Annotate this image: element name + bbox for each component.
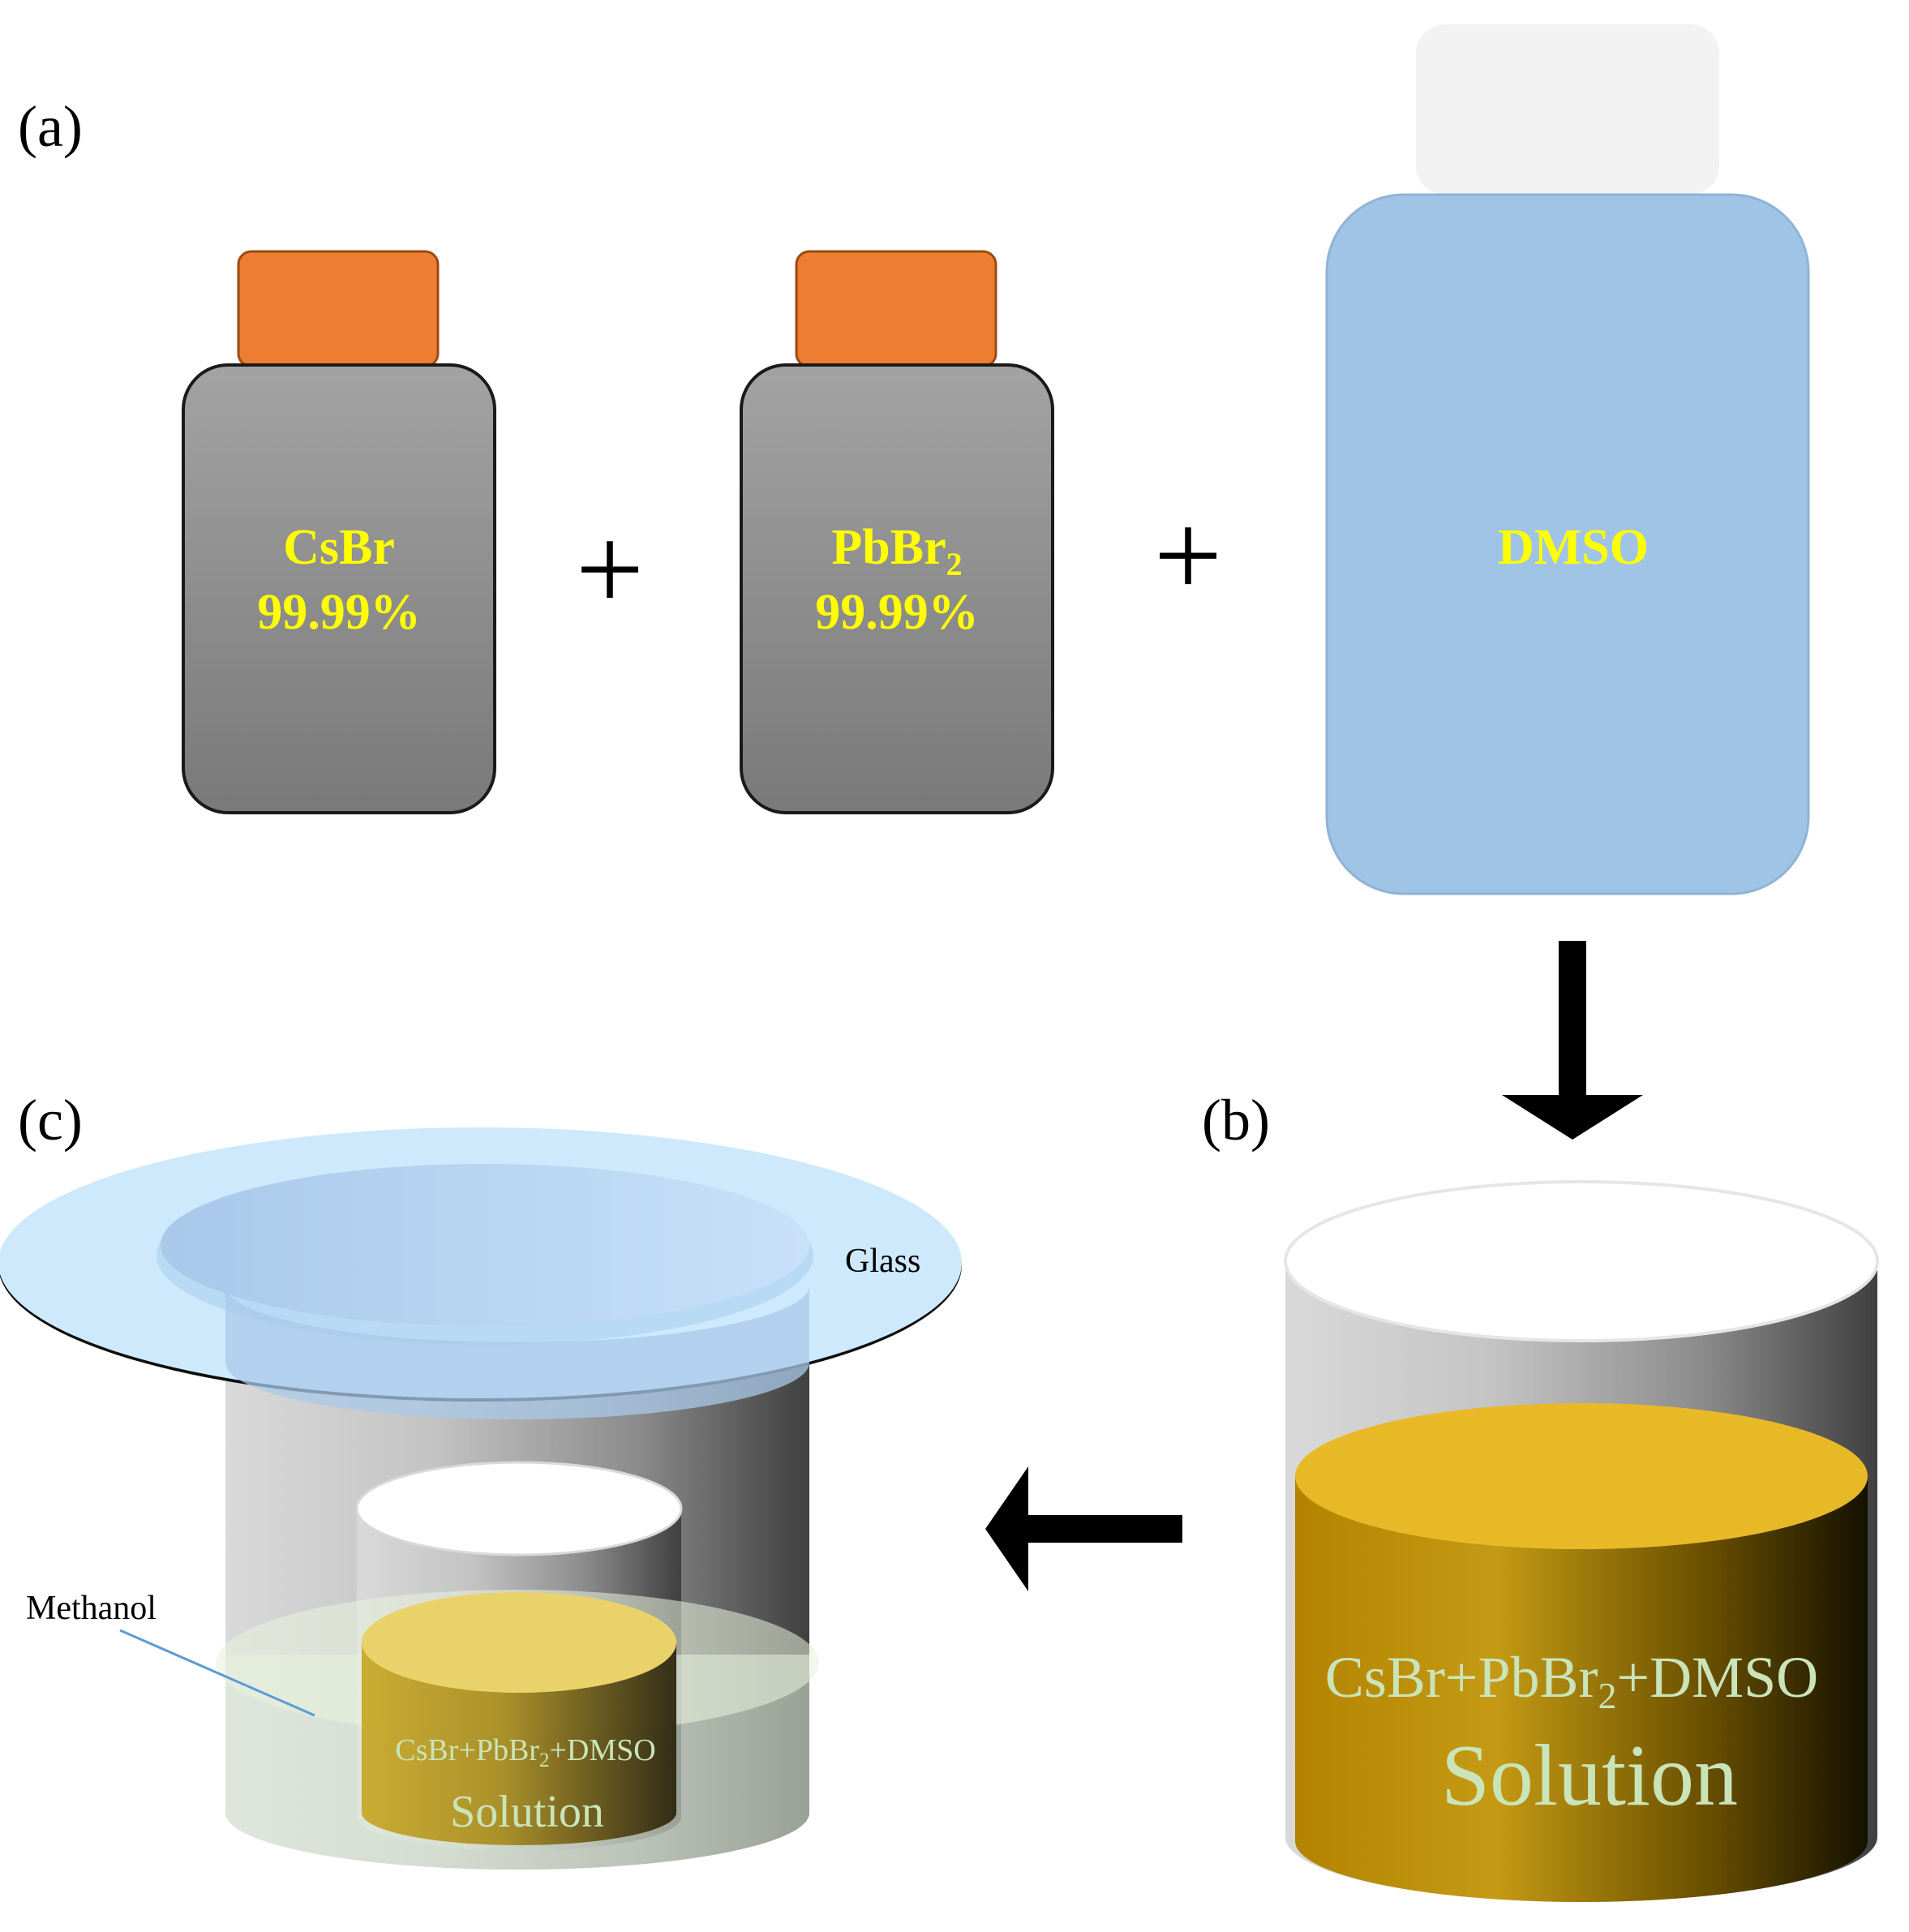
inner-vial-rim bbox=[355, 1461, 683, 1556]
pbbr2-bottle: PbBr2 99.99% bbox=[740, 250, 1054, 814]
glass-label: Glass bbox=[845, 1243, 920, 1280]
dmso-bottle-name: DMSO bbox=[1498, 520, 1649, 575]
glass-plate bbox=[0, 1127, 962, 1419]
beaker-rim bbox=[1284, 1180, 1879, 1342]
inner-solution-surface bbox=[362, 1592, 676, 1693]
dmso-bottle: DMSO bbox=[1325, 24, 1810, 895]
vial-solution-line1: CsBr+PbBr2+DMSO bbox=[395, 1733, 655, 1771]
solution-surface bbox=[1295, 1403, 1868, 1549]
pbbr2-bottle-purity: 99.99% bbox=[815, 585, 979, 640]
solution-beaker: CsBr+PbBr2+DMSO Solution bbox=[1284, 1180, 1879, 1902]
beaker-solution-line2: Solution bbox=[1441, 1728, 1738, 1824]
csbr-bottle: CsBr 99.99% bbox=[182, 250, 496, 814]
methanol-callout-line bbox=[119, 1629, 315, 1717]
csbr-bottle-purity: 99.99% bbox=[257, 585, 421, 640]
csbr-bottle-body bbox=[182, 363, 496, 814]
panel-label-b: (b) bbox=[1202, 1088, 1270, 1153]
panel-label-a: (a) bbox=[18, 94, 83, 159]
pbbr2-bottle-body bbox=[740, 363, 1054, 814]
plus-sign-2: + bbox=[1154, 488, 1223, 623]
down-arrow-icon bbox=[1502, 941, 1643, 1140]
solution-body bbox=[1295, 1476, 1868, 1902]
methanol-label: Methanol bbox=[26, 1590, 157, 1627]
inner-solution-body bbox=[362, 1642, 676, 1845]
csbr-bottle-name: CsBr bbox=[283, 520, 395, 575]
beaker-solution-line1: CsBr+PbBr2+DMSO bbox=[1325, 1645, 1818, 1716]
vial-solution-line2: Solution bbox=[450, 1787, 604, 1837]
dmso-bottle-cap bbox=[1416, 24, 1719, 195]
vapor-diffusion-setup: CsBr+PbBr2+DMSO Solution Glass Methanol bbox=[0, 1127, 962, 1870]
plus-sign-1: + bbox=[576, 502, 645, 637]
pbbr2-bottle-cap bbox=[795, 250, 997, 368]
panel-label-c: (c) bbox=[18, 1088, 83, 1153]
dmso-bottle-body bbox=[1325, 193, 1810, 895]
left-arrow-icon bbox=[985, 1466, 1182, 1591]
csbr-bottle-cap bbox=[237, 250, 440, 368]
pbbr2-bottle-name: PbBr2 bbox=[831, 520, 962, 582]
